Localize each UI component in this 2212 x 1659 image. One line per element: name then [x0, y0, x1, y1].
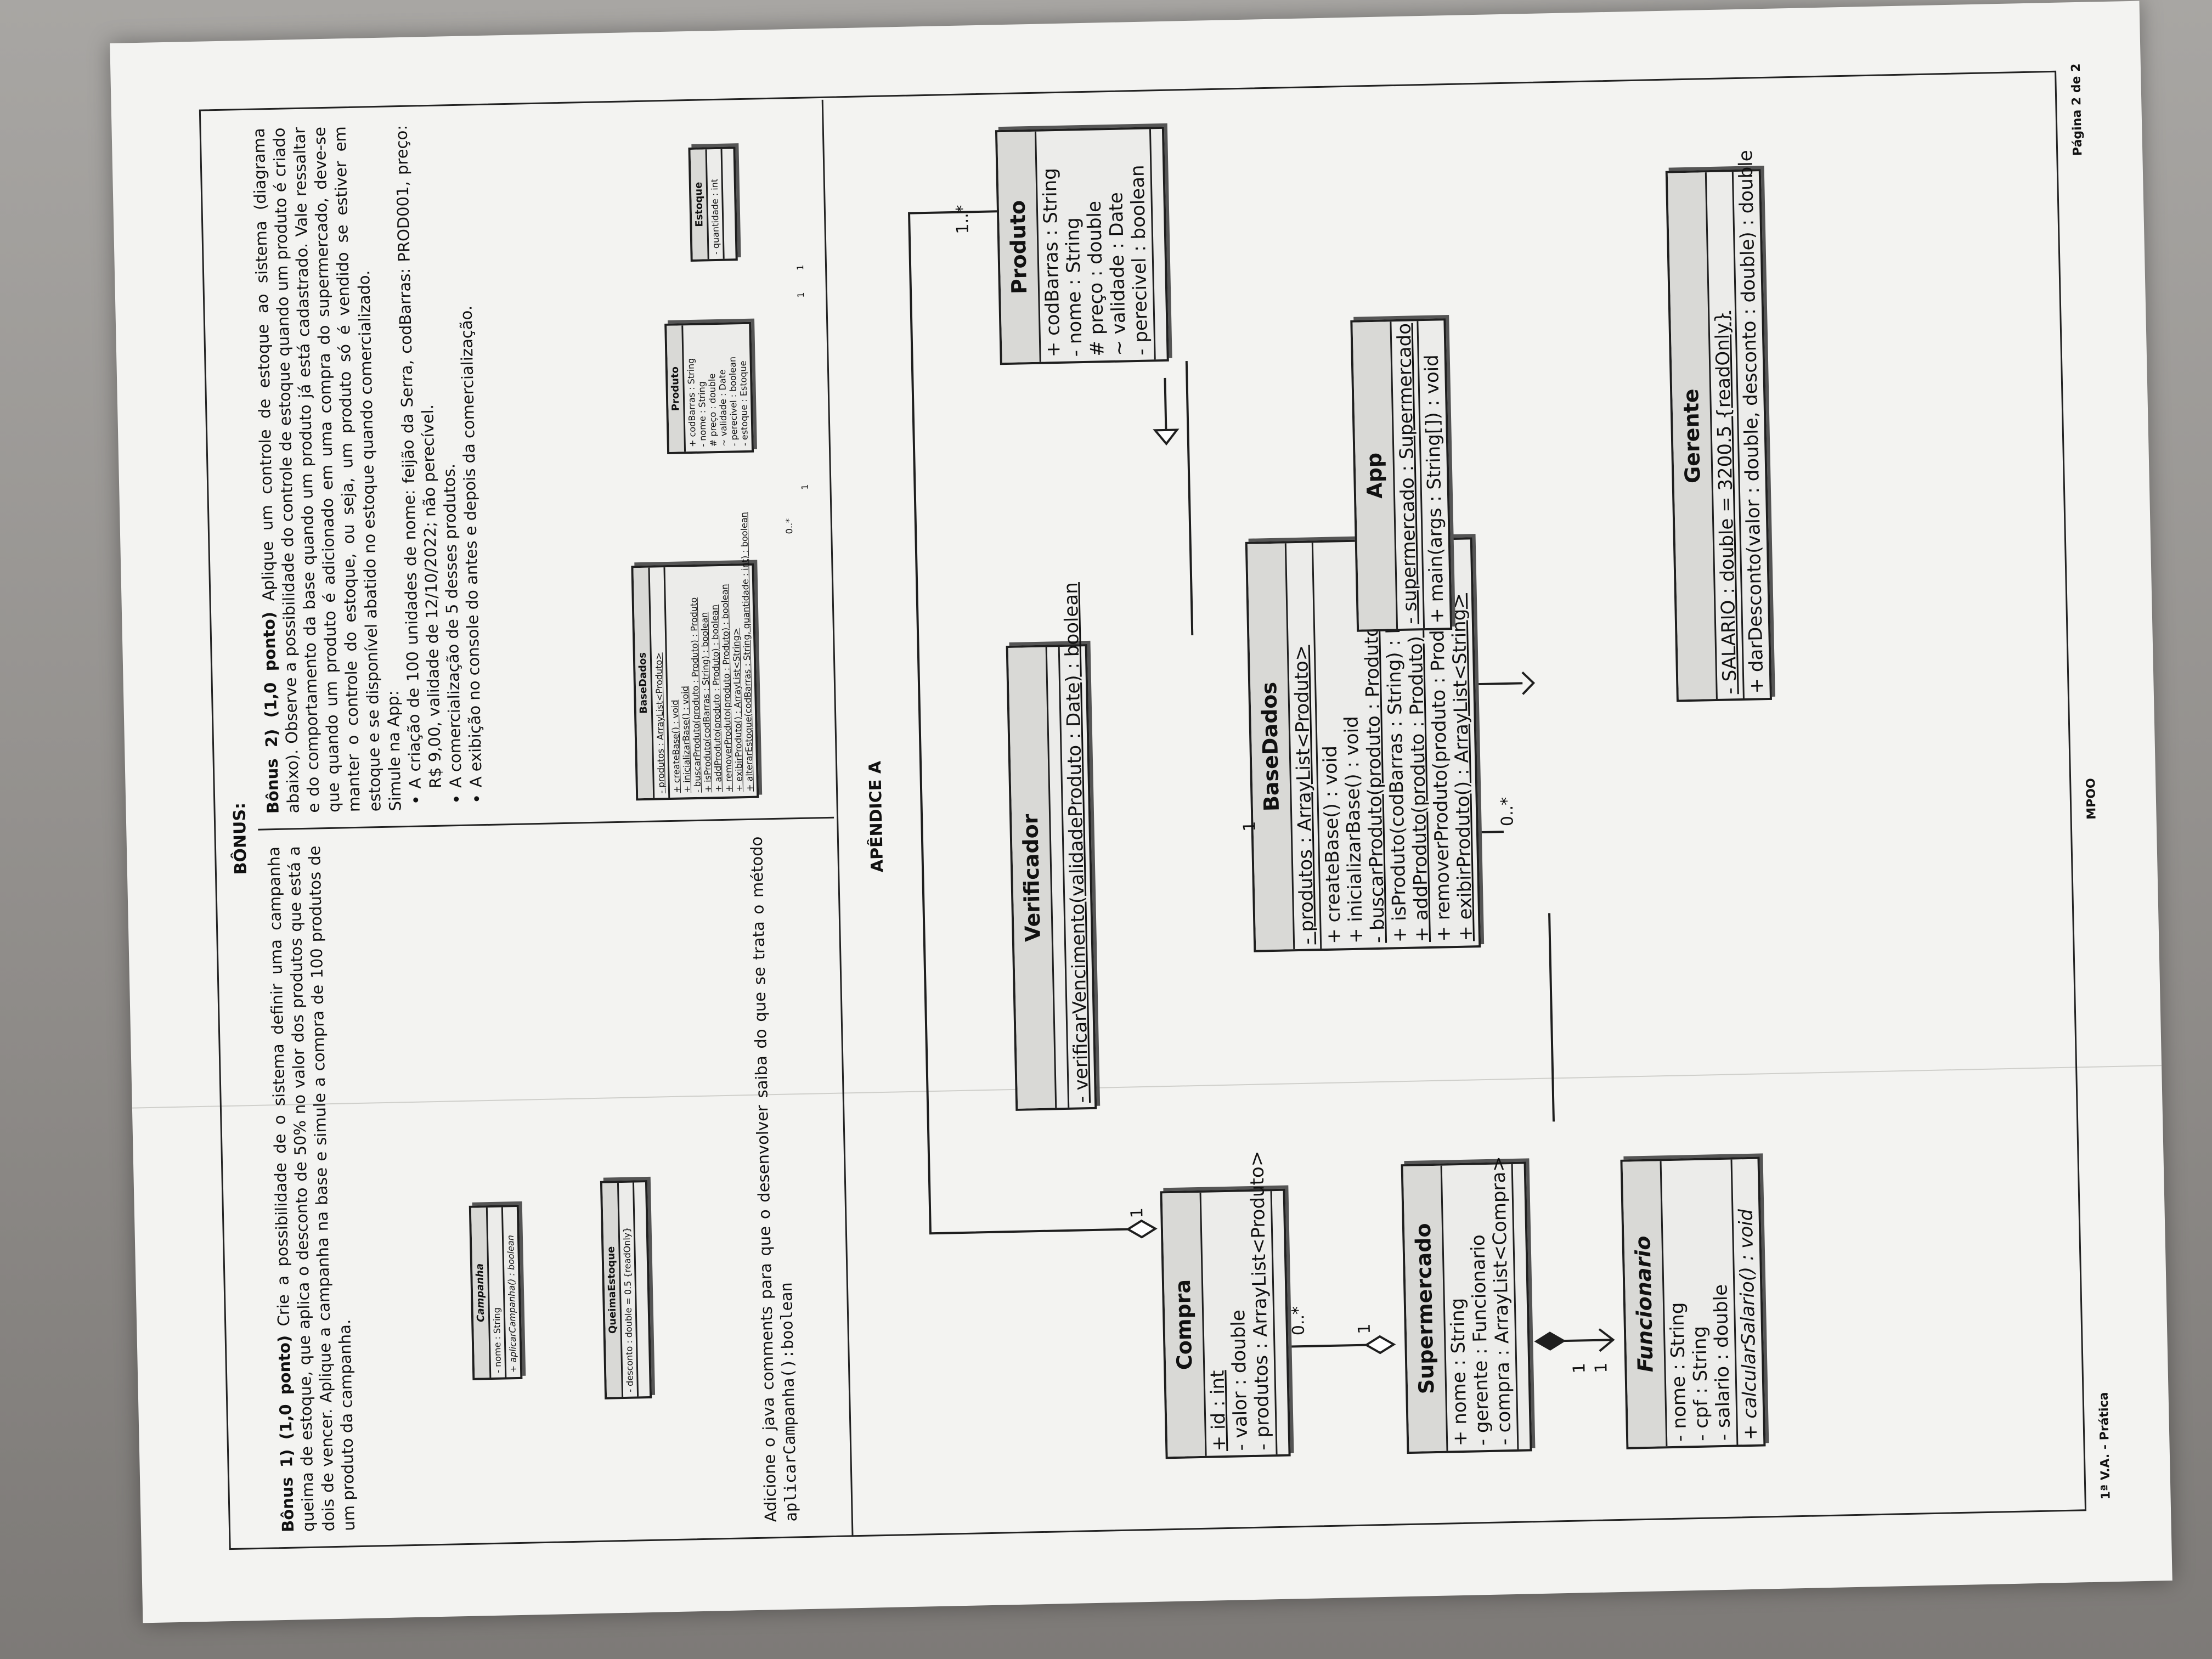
funcionario-op-1: + calcularSalario() : void	[1735, 1209, 1762, 1441]
mult-compra-0many: 0..*	[1288, 1306, 1309, 1336]
compra-aggregation-diamond	[1126, 1219, 1158, 1239]
verificador-basedados-link	[1548, 913, 1555, 1122]
produto-attr-5: - perecivel : boolean	[1126, 165, 1153, 356]
mult-basedados-1: 1	[1240, 821, 1260, 832]
compra-supermercado-link	[1284, 1344, 1367, 1348]
funcionario-arrowhead	[1598, 1328, 1615, 1352]
compra-attr-3: - produtos : ArrayList<Produto>	[1245, 1150, 1274, 1451]
app-class: App - supermercado : Supermercado + main…	[1350, 318, 1453, 632]
app-attr-1: - supermercado : Supermercado	[1393, 323, 1421, 625]
mult-produto-1many: 1..*	[952, 205, 973, 234]
paper-sheet: BÔNUS: Bônus 1) (1,0 ponto) Crie a possi…	[110, 1, 2172, 1623]
produto-attr-1: + codBarras : String	[1039, 167, 1065, 358]
mult-produto-0many: 0..*	[1497, 797, 1517, 827]
mult-supermercado-1: 1	[1355, 1323, 1375, 1335]
produto-class: Produto + codBarras : String - nome : St…	[995, 126, 1169, 365]
verificador-class: Verificador - verificarVencimento(valida…	[1006, 582, 1097, 1111]
supermercado-aggregation-diamond	[1364, 1335, 1396, 1355]
compra-name: Compra	[1162, 1192, 1207, 1457]
produto-name: Produto	[997, 131, 1041, 363]
generalization-triangle	[1153, 428, 1180, 446]
gerente-class: Gerente - SALARIO : double = 3200.5 {rea…	[1665, 150, 1772, 702]
page-content: BÔNUS: Bônus 1) (1,0 ponto) Crie a possi…	[138, 35, 2144, 1590]
mult-func-1: 1	[1592, 1362, 1611, 1374]
app-basedados-arrow	[1521, 671, 1536, 695]
app-name: App	[1352, 321, 1398, 630]
footer-left: 1ª V.A. - Prática	[2097, 1392, 2113, 1500]
funcionario-class: Funcionario - nome : String - cpf : Stri…	[1620, 1156, 1766, 1449]
app-supermercado-link	[1185, 361, 1194, 636]
compra-class: Compra + id : int - valor : double - pro…	[1160, 1150, 1291, 1459]
footer-right: Página 2 de 2	[2069, 63, 2085, 156]
supermercado-composition-diamond	[1534, 1331, 1566, 1351]
footer-center: MPOO	[2084, 778, 2099, 820]
supermercado-class: Supermercado + nome : String - gerente :…	[1401, 1156, 1532, 1454]
compra-produto-link	[908, 210, 1128, 1235]
supermercado-name: Supermercado	[1403, 1165, 1448, 1452]
mult-compra-1: 1	[1127, 1207, 1147, 1218]
funcionario-name: Funcionario	[1622, 1161, 1668, 1447]
app-op-1: + main(args : String[]) : void	[1420, 354, 1448, 624]
mult-super-func-1: 1	[1570, 1363, 1589, 1374]
